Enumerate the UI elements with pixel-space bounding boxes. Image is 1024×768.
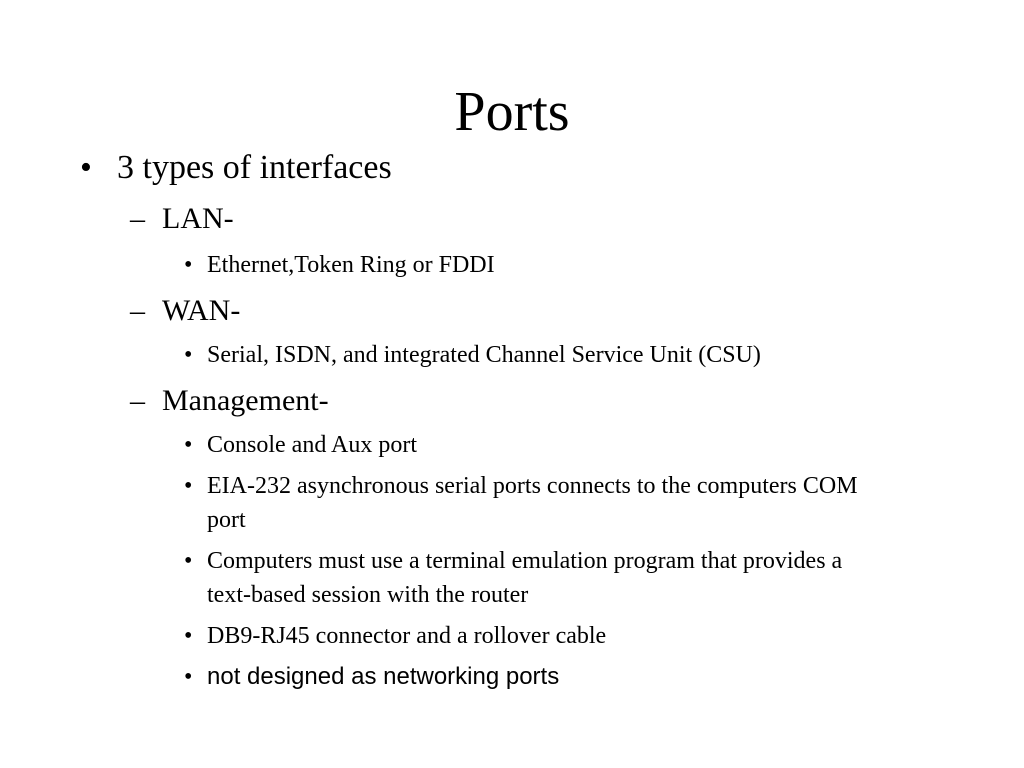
bullet-marker: • bbox=[184, 342, 193, 368]
bullet-marker: • bbox=[184, 623, 193, 649]
subheading-wan: WAN- bbox=[162, 294, 241, 327]
subheading-management: Management- bbox=[162, 384, 329, 417]
bullet-marker: • bbox=[184, 473, 193, 499]
lan-item-ethernet: Ethernet,Token Ring or FDDI bbox=[207, 252, 495, 278]
slide-title: Ports bbox=[454, 81, 570, 143]
bullet-marker: • bbox=[184, 432, 193, 458]
bullet-marker: • bbox=[80, 149, 92, 186]
bullet-marker: • bbox=[184, 252, 193, 278]
bullet-interface-types: 3 types of interfaces bbox=[117, 149, 392, 186]
dash-marker: – bbox=[130, 384, 145, 417]
management-item-terminal-line1: Computers must use a terminal emulation … bbox=[207, 548, 843, 574]
wan-item-serial: Serial, ISDN, and integrated Channel Ser… bbox=[207, 342, 761, 368]
management-item-db9: DB9-RJ45 connector and a rollover cable bbox=[207, 623, 607, 649]
bullet-marker: • bbox=[184, 548, 193, 574]
dash-marker: – bbox=[130, 294, 145, 327]
management-item-terminal-line2: text-based session with the router bbox=[207, 582, 529, 608]
management-item-eia232-line1: EIA-232 asynchronous serial ports connec… bbox=[207, 473, 858, 499]
bullet-marker: • bbox=[184, 664, 193, 690]
management-item-eia232-line2: port bbox=[207, 507, 246, 533]
management-item-not-networking: not designed as networking ports bbox=[207, 663, 560, 690]
management-item-console: Console and Aux port bbox=[207, 432, 417, 458]
subheading-lan: LAN- bbox=[162, 202, 234, 235]
dash-marker: – bbox=[130, 202, 145, 235]
